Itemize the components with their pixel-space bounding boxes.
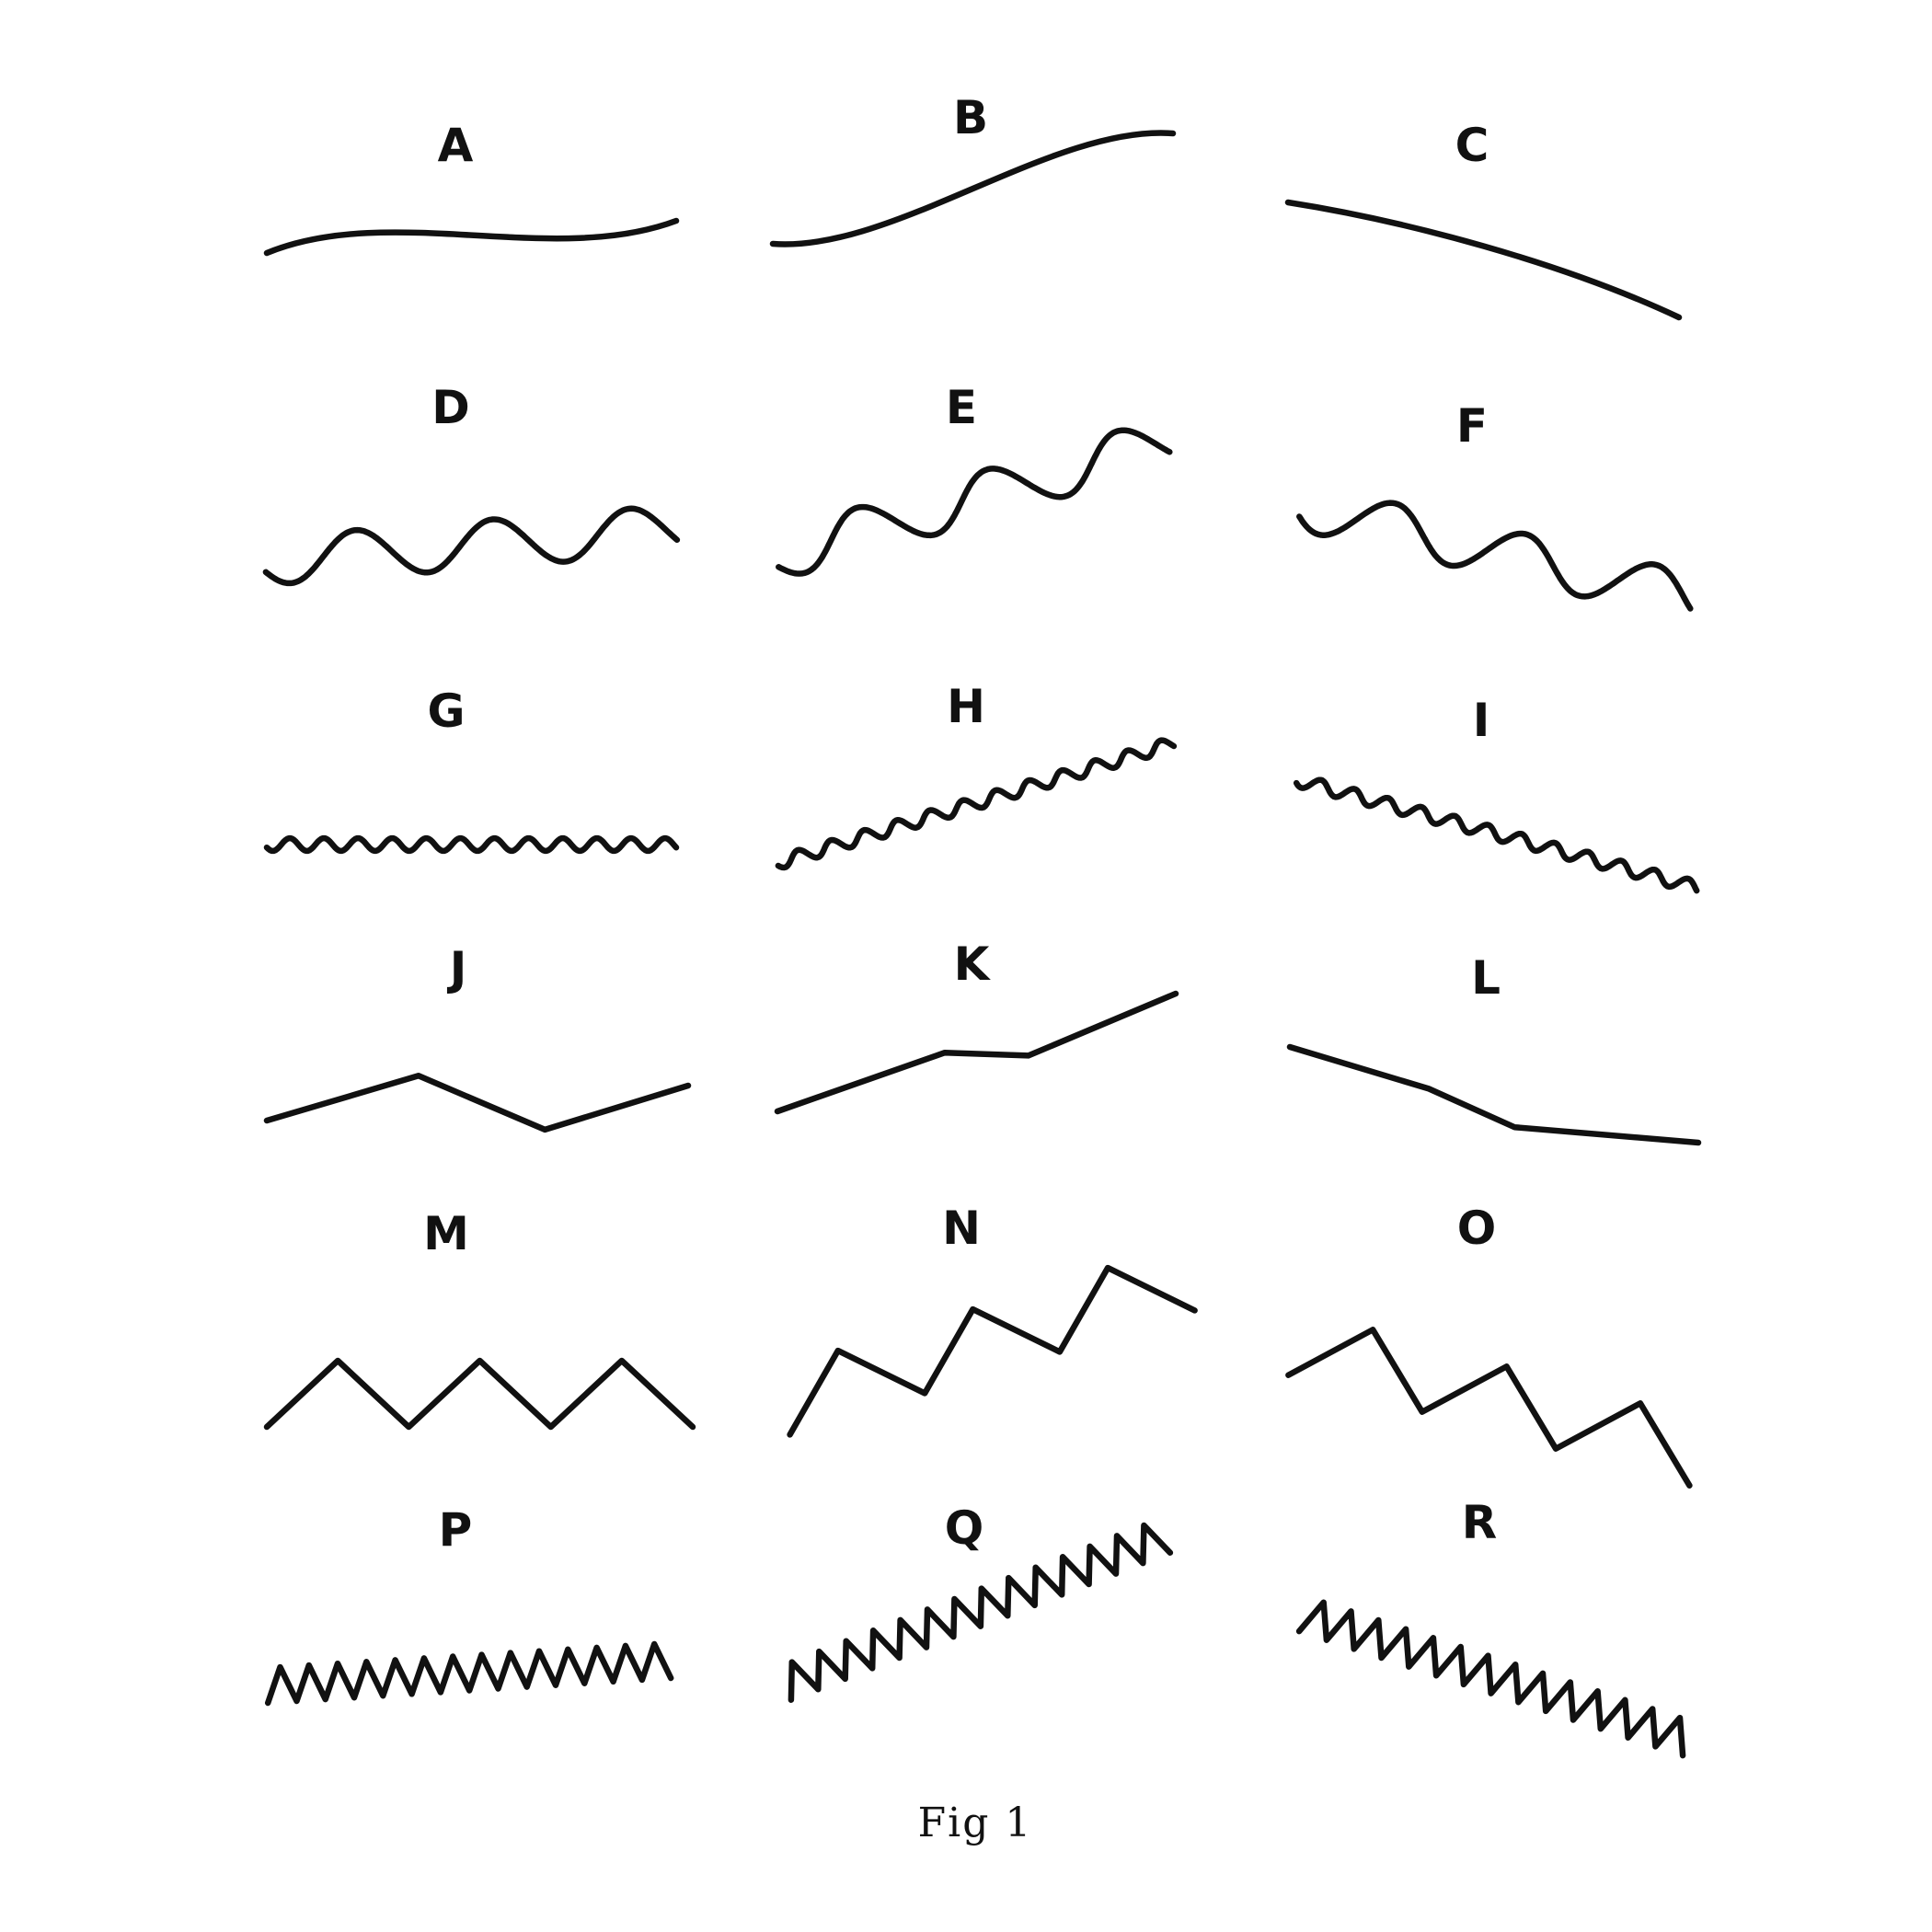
panel-label: B	[953, 91, 988, 144]
panel-line-wave-falling	[1296, 500, 1694, 612]
figure-caption: Fig 1	[918, 1800, 1033, 1846]
panel-label: M	[423, 1207, 469, 1260]
panel-l: L	[1286, 951, 1702, 1146]
panel-line-ripple-level	[263, 834, 680, 855]
panel-line-ripple-rising	[775, 737, 1178, 871]
panel-line-broken-rising	[774, 990, 1179, 1115]
panel-h: H	[775, 680, 1178, 871]
panel-g: G	[263, 684, 680, 855]
panel-label: J	[447, 942, 467, 995]
panel-label: K	[954, 937, 992, 991]
panel-label: D	[431, 381, 470, 434]
panel-line-broken-level	[263, 1073, 692, 1133]
panel-label: L	[1471, 951, 1501, 1005]
panel-line-fine-zigzag-rising	[788, 1522, 1174, 1703]
panel-label: I	[1473, 694, 1490, 747]
panel-label: P	[439, 1503, 473, 1557]
panel-k: K	[774, 937, 1179, 1115]
panel-line-zigzag-falling	[1285, 1327, 1693, 1489]
figure-panels: A B C D E F G H I J K L M N O P Q R	[262, 91, 1702, 1759]
panel-i: I	[1293, 694, 1700, 894]
panel-e: E	[776, 381, 1173, 577]
panel-line-ripple-falling	[1293, 776, 1700, 894]
panel-line-zigzag-level	[263, 1357, 696, 1431]
panel-label: F	[1456, 399, 1488, 453]
panel-label: E	[946, 381, 977, 434]
panel-line-smooth-rising	[769, 130, 1177, 247]
panel-d: D	[262, 381, 681, 587]
panel-line-wave-level	[262, 505, 681, 587]
panel-n: N	[787, 1202, 1198, 1438]
panel-m: M	[263, 1207, 696, 1431]
panel-p: P	[264, 1503, 674, 1707]
panel-label: Q	[945, 1501, 984, 1555]
panel-b: B	[769, 91, 1177, 247]
panel-line-broken-falling	[1286, 1043, 1702, 1146]
panel-label: C	[1455, 119, 1489, 172]
panel-label: G	[427, 684, 465, 738]
panel-line-smooth-level	[263, 217, 680, 257]
panel-label: R	[1462, 1496, 1498, 1549]
panel-f: F	[1296, 399, 1694, 612]
panel-label: O	[1457, 1202, 1497, 1255]
panel-q: Q	[788, 1501, 1174, 1703]
panel-label: H	[947, 680, 985, 733]
panel-j: J	[263, 942, 692, 1133]
panel-c: C	[1284, 119, 1683, 321]
panel-o: O	[1285, 1202, 1693, 1489]
panel-line-smooth-falling	[1284, 199, 1683, 321]
panel-label: N	[942, 1202, 981, 1255]
panel-line-fine-zigzag-falling	[1295, 1599, 1686, 1759]
panel-line-fine-zigzag-level	[264, 1640, 674, 1707]
panel-r: R	[1295, 1496, 1686, 1759]
panel-label: A	[438, 119, 474, 172]
panel-line-wave-rising	[776, 427, 1173, 577]
panel-line-zigzag-rising	[787, 1264, 1198, 1438]
panel-a: A	[263, 119, 680, 257]
